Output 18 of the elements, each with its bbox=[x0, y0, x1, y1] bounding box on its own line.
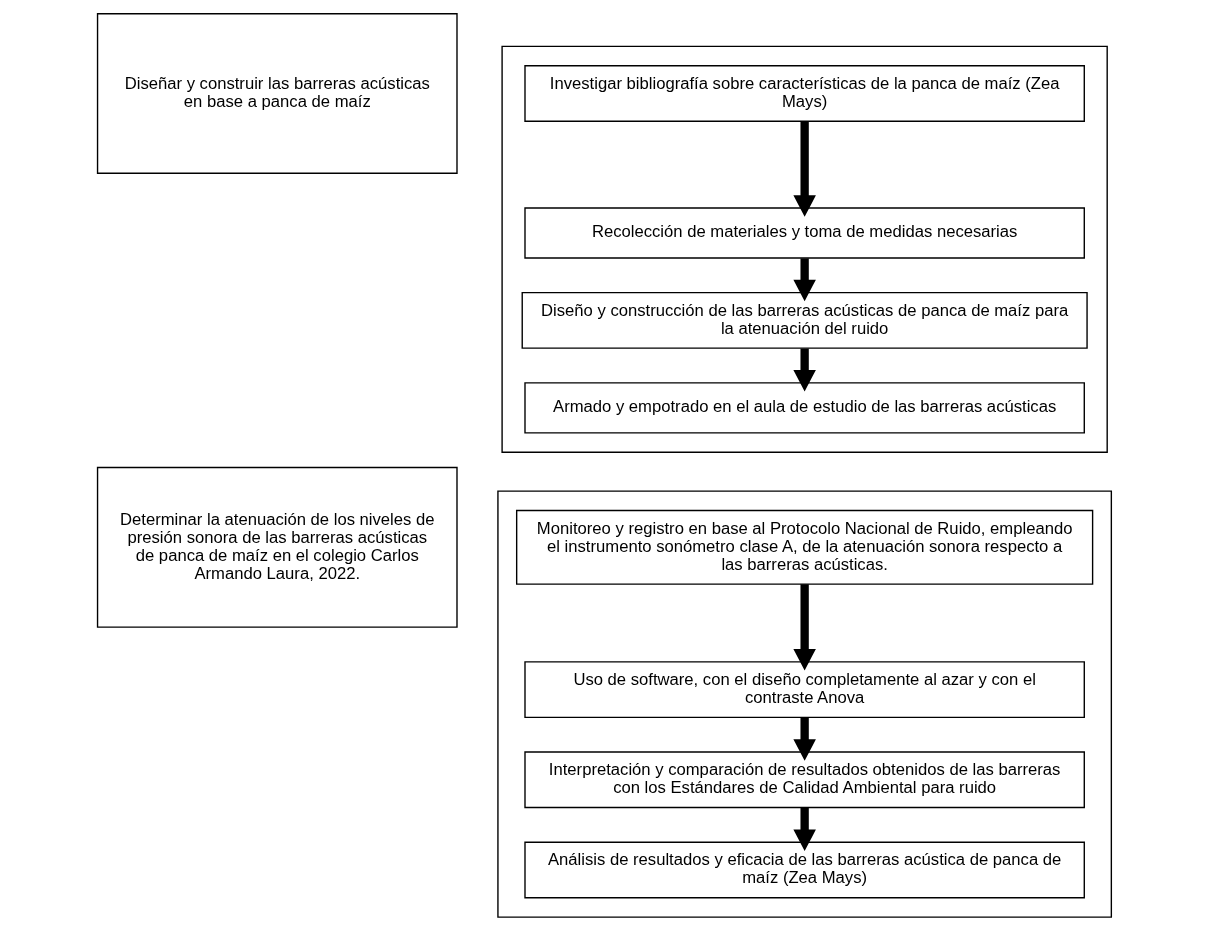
arrow bbox=[792, 717, 816, 761]
node-box: Diseñar y construir las barreras acústicas en base a panca de maíz bbox=[96, 13, 458, 174]
cluster bbox=[500, 45, 1108, 453]
arrow bbox=[792, 121, 816, 217]
arrow bbox=[792, 258, 816, 302]
node-box: Análisis de resultados y eficacia de las barreras acústica de panca de maíz (Zea Mays) bbox=[523, 841, 1085, 899]
node-box: Interpretación y comparación de resultados obtenidos de las barreras con los Estándares de Calidad Ambiental para ruido bbox=[523, 751, 1085, 809]
arrow bbox=[792, 807, 816, 852]
node-box: Monitoreo y registro en base al Protocolo Nacional de Ruido, empleando el instrumento sonómetro clase A, de la atenuación sonora respecto a las barreras acústicas. bbox=[515, 509, 1093, 585]
node-box: Armado y empotrado en el aula de estudio de las barreras acústicas bbox=[523, 382, 1085, 434]
node-box: Diseño y construcción de las barreras acústicas de panca de maíz para la atenuación del ruido bbox=[521, 291, 1088, 349]
node-box: Recolección de materiales y toma de medidas necesarias bbox=[523, 207, 1085, 259]
node-box: Determinar la atenuación de los niveles de presión sonora de las barreras acústicas de panca de maíz en el colegio Carlos Armando Laura, 2022. bbox=[96, 466, 458, 628]
node-box: Uso de software, con el diseño completamente al azar y con el contraste Anova bbox=[523, 661, 1085, 719]
cluster bbox=[496, 490, 1112, 918]
arrow bbox=[792, 348, 816, 392]
arrow bbox=[792, 584, 816, 671]
node-box: Investigar bibliografía sobre características de la panca de maíz (Zea Mays) bbox=[523, 65, 1085, 122]
